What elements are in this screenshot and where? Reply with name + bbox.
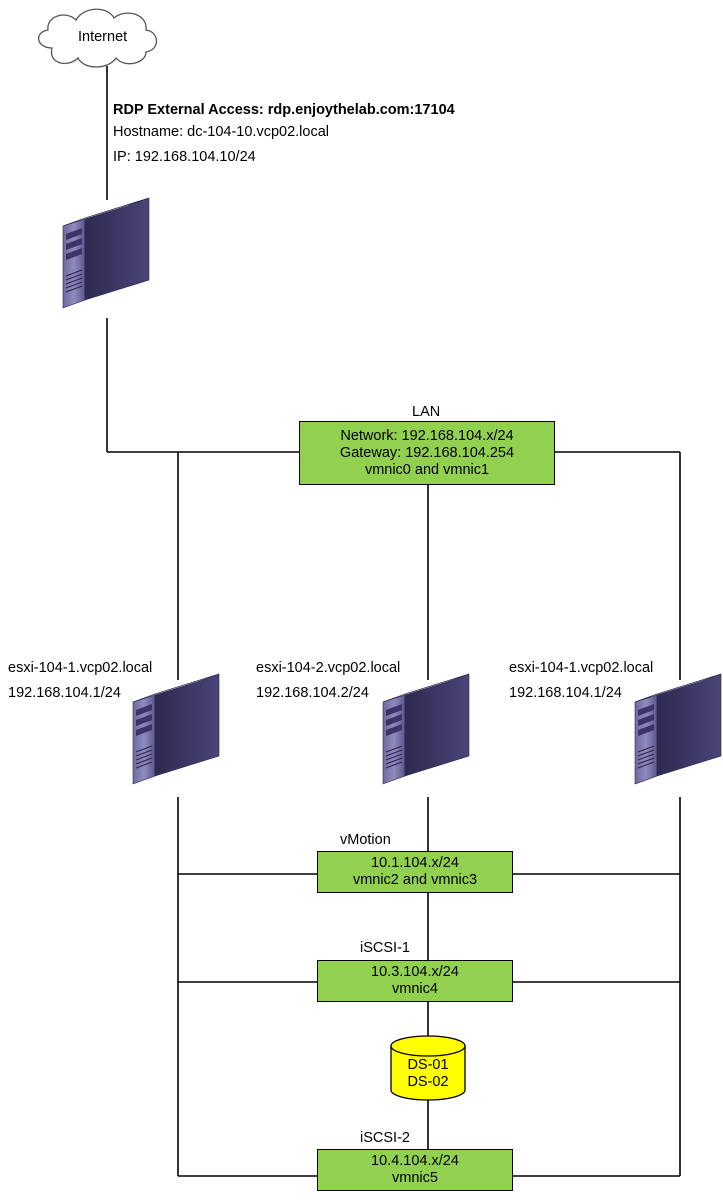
- iscsi1-title: iSCSI-1: [360, 940, 410, 956]
- iscsi1-subnet-line: 10.3.104.x/24: [371, 964, 459, 980]
- vmotion-title: vMotion: [340, 832, 391, 848]
- dc-access-label: RDP External Access: rdp.enjoythelab.com…: [113, 102, 455, 118]
- dc-hostname-label: Hostname: dc-104-10.vcp02.local: [113, 124, 330, 140]
- lan-network-box: Network: 192.168.104.x/24 Gateway: 192.1…: [299, 421, 555, 485]
- iscsi2-subnet-line: 10.4.104.x/24: [371, 1153, 459, 1169]
- datastore-2-label: DS-02: [407, 1074, 449, 1090]
- host-2-name: esxi-104-2.vcp02.local: [256, 660, 401, 676]
- server-icon: [132, 673, 220, 785]
- host-1-name: esxi-104-1.vcp02.local: [8, 660, 153, 676]
- database-icon: [390, 1035, 466, 1101]
- internet-label: Internet: [78, 29, 128, 45]
- iscsi1-vmnic-line: vmnic4: [392, 981, 438, 997]
- server-icon: [634, 673, 722, 785]
- lan-vmnic-line: vmnic0 and vmnic1: [364, 461, 490, 478]
- iscsi2-title: iSCSI-2: [360, 1130, 410, 1146]
- iscsi2-network-box: 10.4.104.x/24 vmnic5: [317, 1149, 513, 1191]
- iscsi2-vmnic-line: vmnic5: [392, 1170, 438, 1186]
- datastore-1-label: DS-01: [407, 1057, 449, 1073]
- host-2-ip: 192.168.104.2/24: [256, 685, 369, 701]
- cloud-icon: [38, 8, 158, 68]
- lan-title: LAN: [412, 404, 441, 420]
- connection-lines: [106, 66, 681, 1177]
- server-icon: [382, 673, 470, 785]
- vmotion-subnet-line: 10.1.104.x/24: [371, 855, 459, 871]
- lan-network-line: Network: 192.168.104.x/24: [340, 427, 514, 444]
- datastore-labels: DS-01 DS-02: [391, 1057, 465, 1091]
- host-1-ip: 192.168.104.1/24: [8, 685, 121, 701]
- vmotion-network-box: 10.1.104.x/24 vmnic2 and vmnic3: [317, 851, 513, 893]
- host-3-ip: 192.168.104.1/24: [509, 685, 622, 701]
- iscsi1-network-box: 10.3.104.x/24 vmnic4: [317, 960, 513, 1002]
- server-icon: [62, 197, 150, 309]
- lan-gateway-line: Gateway: 192.168.104.254: [339, 444, 515, 461]
- vmotion-vmnic-line: vmnic2 and vmnic3: [352, 872, 478, 888]
- host-3-name: esxi-104-1.vcp02.local: [509, 660, 654, 676]
- dc-ip-label: IP: 192.168.104.10/24: [113, 149, 256, 165]
